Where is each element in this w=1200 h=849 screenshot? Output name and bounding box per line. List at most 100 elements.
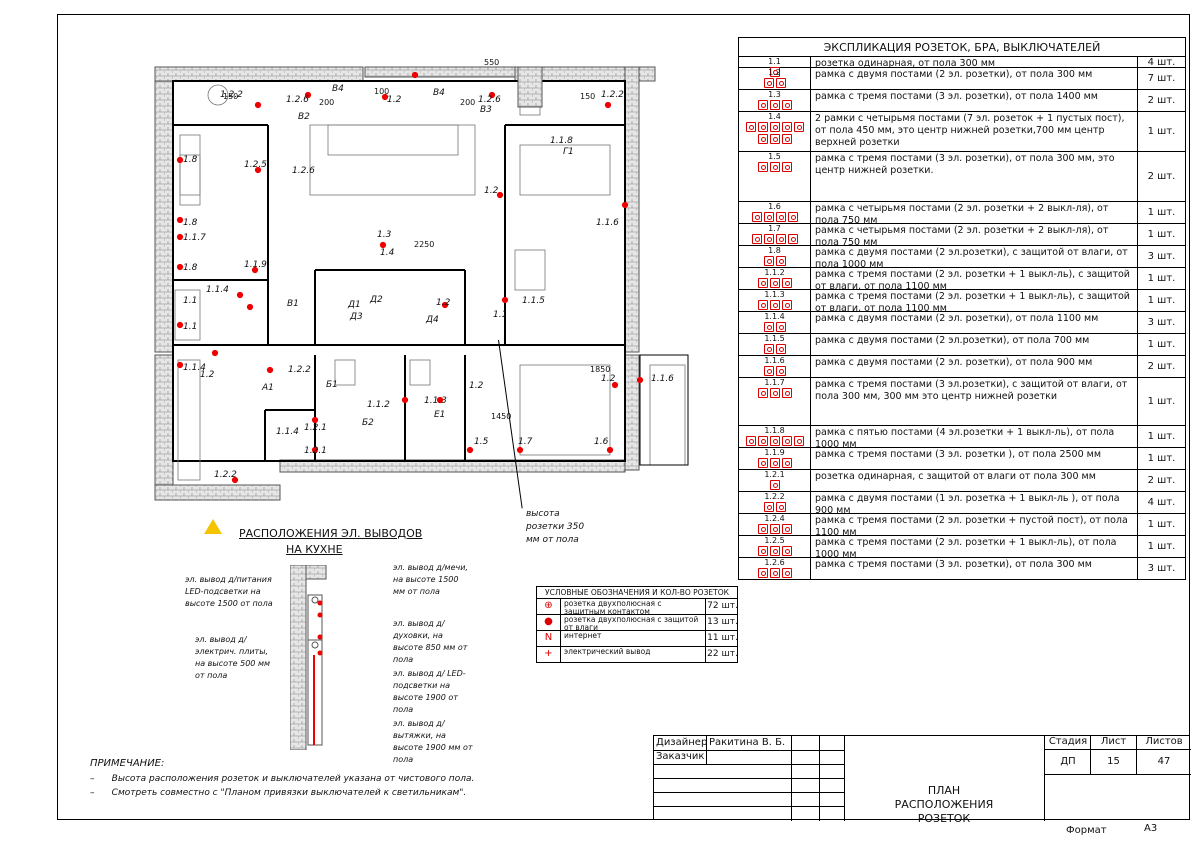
explication-qty: 2 шт. [1137, 470, 1185, 491]
explication-qty: 1 шт. [1137, 334, 1185, 355]
explication-code: 1.3 [768, 90, 781, 99]
room-label: В1 [287, 299, 299, 309]
socket-frame-icon [757, 458, 793, 470]
legend-title: УСЛОВНЫЕ ОБОЗНАЧЕНИЯ И КОЛ-ВО РОЗЕТОК [536, 586, 738, 599]
socket-icon [781, 458, 792, 468]
kitchen-note-right: эл. вывод д/вытяжки, на высоте 1900 мм о… [393, 719, 473, 764]
plan-code: 1.1.4 [183, 363, 206, 373]
explication-qty: 4 шт. [1137, 57, 1185, 68]
room-label: Д3 [350, 312, 363, 322]
legend-row: ⊕розетка двухполюсная с защитным контакт… [536, 599, 739, 616]
plan-code: 1.4 [380, 248, 395, 258]
designer-name: Ракитина В. Б. [709, 737, 786, 748]
explication-qty: 2 шт. [1137, 90, 1185, 111]
explication-code: 1.1.6 [764, 356, 785, 365]
explication-qty: 1 шт. [1137, 514, 1185, 535]
socket-icon [769, 162, 780, 172]
socket-icon [757, 100, 768, 110]
explication-qty: 1 шт. [1137, 426, 1185, 447]
explication-qty: 2 шт. [1137, 356, 1185, 377]
explication-code: 1.2.1 [764, 470, 785, 479]
explication-desc: 2 рамки с четырьмя постами (7 эл. розето… [815, 113, 1125, 148]
explication-qty: 3 шт. [1137, 246, 1185, 267]
explication-qty: 3 шт. [1137, 558, 1185, 579]
explication-code-cell: 1.6 [739, 202, 811, 223]
plan-code: 1.1.8 [550, 136, 573, 146]
socket-icon [745, 122, 756, 132]
socket-icon [757, 388, 768, 398]
explication-desc: рамка с четырьмя постами (2 эл. розетки … [815, 203, 1109, 226]
socket-icon [745, 436, 756, 446]
socket-icon [775, 322, 786, 332]
plan-code: 1.2 [484, 186, 499, 196]
socket-icon [769, 134, 780, 144]
room-label: Б2 [362, 418, 374, 428]
explication-code-cell: 1.3 [739, 90, 811, 111]
socket-icon [775, 502, 786, 512]
legend-qty: 22 шт. [705, 647, 739, 662]
legend-qty: 72 шт. [705, 599, 739, 614]
legend-desc: розетка двухполюсная с защитным контакто… [564, 599, 662, 616]
socket-icon [775, 366, 786, 376]
floor-plan [154, 66, 689, 501]
explication-code-cell: 1.2.6 [739, 558, 811, 579]
legend-desc: электрический вывод [564, 647, 651, 656]
explication-code-cell: 1.4 [739, 112, 811, 151]
socket-icon [793, 122, 804, 132]
explication-row: 1.2.6 рамка с тремя постами (3 эл. розетк… [738, 558, 1186, 580]
explication-desc: рамка с двумя постами (2 эл. розетки), о… [815, 357, 1093, 368]
explication-code: 1.1.5 [764, 334, 785, 343]
plan-code: 1.1.3 [424, 396, 447, 406]
socket-icon [775, 234, 786, 244]
legend-qty: 13 шт. [705, 615, 739, 630]
legend-row: ●розетка двухполюсная с защитой от влаги… [536, 615, 739, 632]
socket-icon [787, 234, 798, 244]
plan-code: 1.2.1 [304, 423, 327, 433]
sheet-label: Лист [1100, 736, 1127, 747]
explication-desc: рамка с тремя постами (2 эл. розетки + 1… [815, 269, 1130, 292]
socket-icon [757, 568, 768, 578]
socket-frame-icon [757, 546, 793, 558]
kitchen-title: РАСПОЛОЖЕНИЯ ЭЛ. ВЫВОДОВ [239, 527, 423, 540]
explication-desc: рамка с двумя постами (1 эл. розетка + 1… [815, 493, 1120, 516]
explication-desc: рамка с тремя постами (3 эл. розетки ), … [815, 449, 1101, 460]
socket-icon [757, 458, 768, 468]
socket-icon [781, 278, 792, 288]
socket-icon [763, 212, 774, 222]
socket-icon [769, 122, 780, 132]
explication-code: 1.1 [768, 57, 781, 66]
explication-code-cell: 1.1.7 [739, 378, 811, 425]
room-label: Г1 [563, 147, 574, 157]
dimension: 200 [460, 98, 476, 107]
drawing-title: ПЛАН РАСПОЛОЖЕНИЯ РОЗЕТОК [894, 784, 994, 825]
plan-code: 1.2.6 [292, 166, 315, 176]
socket-icon [763, 502, 774, 512]
explication-code: 1.5 [768, 152, 781, 161]
room-label: Д4 [426, 315, 439, 325]
explication-qty: 1 шт. [1137, 112, 1185, 151]
legend-desc: интернет [564, 631, 602, 640]
explication-code-cell: 1.2.5 [739, 536, 811, 557]
explication-code: 1.1.9 [764, 448, 785, 457]
kitchen-note-left: эл. вывод д/питания LED-подсветки на выс… [185, 575, 273, 608]
socket-frame-icon [757, 278, 793, 290]
plan-code: 1.5 [474, 437, 489, 447]
socket-frame-icon [751, 234, 799, 246]
legend-symbol-icon: N [537, 631, 561, 646]
explication-code: 1.6 [768, 202, 781, 211]
socket-icon [769, 458, 780, 468]
socket-icon [781, 524, 792, 534]
dimension: 1850 [590, 365, 611, 374]
socket-icon [757, 278, 768, 288]
plan-code: 1.1.9 [244, 260, 267, 270]
explication-code-cell: 1.1.5 [739, 334, 811, 355]
socket-icon [775, 256, 786, 266]
explication-desc: рамка с тремя постами (3 эл. розетки), о… [815, 559, 1092, 570]
explication-qty: 1 шт. [1137, 290, 1185, 311]
kitchen-note-right: эл. вывод д/духовки, на высоте 850 мм от… [393, 619, 468, 664]
explication-code-cell: 1.1.9 [739, 448, 811, 469]
room-label: Б1 [326, 380, 338, 390]
